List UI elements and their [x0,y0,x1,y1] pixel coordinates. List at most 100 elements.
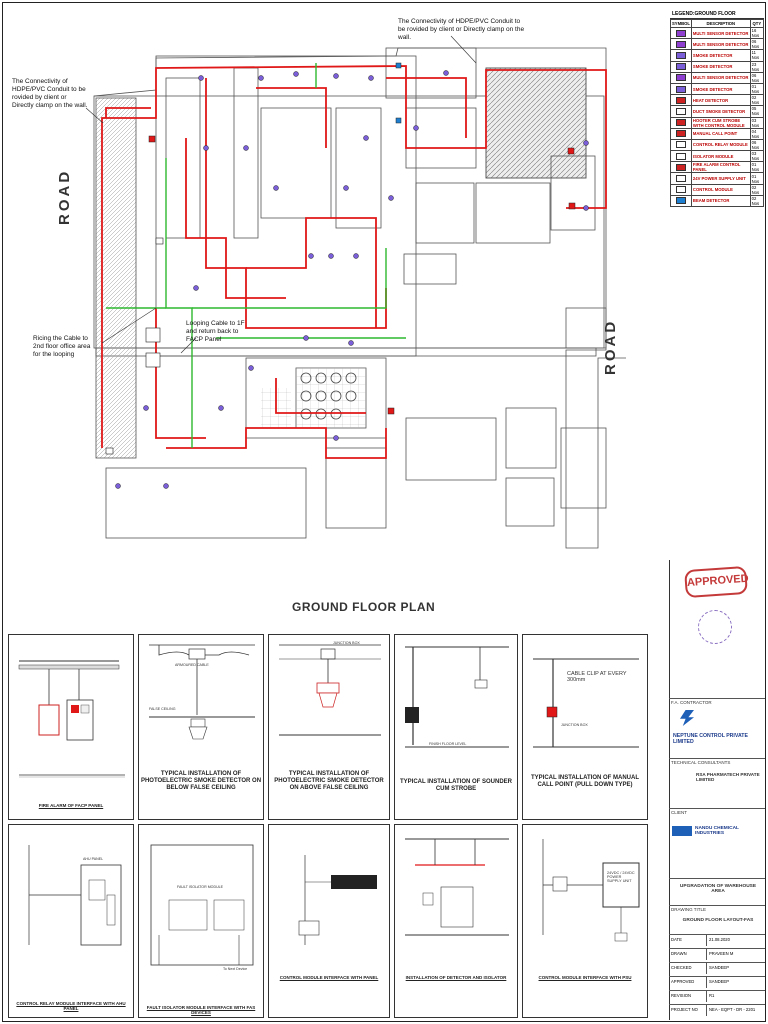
legend-description: MULTI SENSOR DETECTOR [690,71,751,84]
client-name: NANDU CHEMICAL INDUSTRIES [695,826,739,836]
legend-symbol-cell [670,127,692,140]
legend-symbol-cell [670,94,692,107]
label-to-next-device: To Next Device [223,967,248,971]
label-cable-clip: CABLE CLIP AT EVERY 300mm [567,671,627,683]
legend-description: HEAT DETECTOR [690,94,751,107]
legend-symbol-cell [670,60,692,73]
label-false-ceiling: FALSE CEILING [149,707,176,711]
legend-description: CONTROL MODULE [690,183,751,196]
title-block-value: R1 [709,993,715,998]
title-block-key: APPROVED [671,979,695,984]
legend-symbol-cell [670,116,692,129]
legend-symbol-cell [670,150,692,163]
title-block-value: 21.08.2020 [709,937,730,942]
road-label-right: ROAD [602,318,619,375]
legend-symbol-cell [670,138,692,152]
detail-manual-call-point: CABLE CLIP AT EVERY 300mm JUNCTION BOX T… [522,634,648,820]
legend-qty: 01 Nos [749,82,765,96]
project-name: UPGRADATION OF WAREHOUSE AREA [679,884,757,894]
detail-control-module: CONTROL MODULE INTERFACE WITH PANEL [268,824,390,1018]
legend-table: SYMBOL DESCRIPTION QTY MULTI SENSOR DETE… [670,19,765,208]
legend-symbol-cell [670,26,692,40]
legend-qty: 02 Nos [749,183,765,196]
label-power-supply-unit: 24VDC / 24VDC POWER SUPPLY UNIT [607,871,635,883]
detail-caption-detector-isolator: INSTALLATION OF DETECTOR AND ISOLATOR [405,975,507,980]
client-label: CLIENT [671,810,688,815]
detail-fault-isolator: FAULT ISOLATOR MODULE To Next Device FAU… [138,824,264,1018]
note-hdpe-top: The Connectivity of HDPE/PVC Conduit to … [398,18,525,41]
legend-symbol-cell [670,183,692,196]
legend-symbol-icon [675,63,686,71]
legend-symbol-icon [675,40,686,48]
technical-consultants-label: TECHNICAL CONSULTANTS [671,760,731,765]
detail-smoke-below-ceiling: ARMOURED CABLE FALSE CEILING TYPICAL INS… [138,634,264,820]
looping-cable-green [106,63,406,448]
label-finish-floor-level: FINISH FLOOR LEVEL [429,742,467,746]
title-block-key: PROJECT NO [671,1007,698,1012]
legend-description: MANUAL CALL POINT [690,127,751,140]
legend-symbol-cell [670,38,692,51]
legend-symbol-icon [675,197,686,205]
title-block-key: REVISION [671,993,692,998]
legend-qty: 03 Nos [749,116,765,129]
title-block-key: DATE [671,937,682,942]
label-junction-box: JUNCTION BOX [333,641,360,645]
label-fault-isolator: FAULT ISOLATOR MODULE [177,885,224,889]
company-seal-stamp [698,610,732,644]
floor-plan-drawing [85,35,626,549]
legend-qty: 06 Nos [749,38,765,51]
detail-caption-psu: CONTROL MODULE INTERFACE WITH PSU [538,975,632,980]
legend-symbol-cell [670,105,692,118]
legend-description: DUCT SMOKE DETECTOR [690,105,751,118]
legend-symbol-icon [675,51,686,59]
legend-title: LEGEND:GROUND FLOOR [670,10,764,19]
legend-symbol-cell [670,161,692,174]
legend-qty: 06 Nos [749,71,765,84]
legend-description: SMOKE DETECTOR [690,82,751,96]
legend-symbol-icon [675,74,686,82]
title-block-value: SANDEEP [709,965,730,970]
label-junction-box-mcp: JUNCTION BOX [561,723,588,727]
legend-symbol-cell [670,71,692,84]
detail-caption-facp: FIRE ALARM OF FACP PANEL [38,803,104,808]
fa-contractor-label: F.A. CONTRACTOR [671,700,712,705]
label-armoured-cable: ARMOURED CABLE [175,663,209,667]
approved-stamp: APPROVED [684,565,749,599]
drawing-title-label: DRAWING TITLE [671,907,707,912]
legend-description: ISOLATOR MODULE [690,150,751,163]
legend-qty: 01 Nos [749,161,765,174]
legend-symbol-icon [675,130,686,138]
legend-description: SMOKE DETECTOR [690,60,751,73]
title-block [669,560,766,1020]
detail-facp-panel: FIRE ALARM OF FACP PANEL [8,634,134,820]
legend-symbol-icon [675,85,686,93]
note-hdpe-left: The Connectivity of HDPE/PVC Conduit to … [12,78,88,109]
detail-caption-smoke-below: TYPICAL INSTALLATION OF PHOTOELECTRIC SM… [140,771,262,791]
legend-qty: 01 Nos [749,172,765,185]
legend-qty: 02 Nos [749,194,765,208]
detail-psu-interface: 24VDC / 24VDC POWER SUPPLY UNIT CONTROL … [522,824,648,1018]
detail-relay-ahu: AHU PANEL CONTROL RELAY MODULE INTERFACE… [8,824,134,1018]
legend-symbol-cell [670,82,692,96]
consultant-name: RSA PHARMATECH PRIVATE LIMITED [696,772,760,782]
legend-symbol-cell [670,49,692,62]
detail-smoke-above-ceiling: JUNCTION BOX TYPICAL INSTALLATION OF PHO… [268,634,390,820]
legend-symbol-icon [675,107,686,115]
contractor-name: NEPTUNE CONTROL PRIVATE LIMITED [673,733,748,745]
legend-header-symbol: SYMBOL [670,19,692,28]
legend-qty: 04 Nos [749,127,765,140]
legend-qty: 03 Nos [749,150,765,163]
detail-caption-control: CONTROL MODULE INTERFACE WITH PANEL [279,975,379,980]
legend-description: MULTI SENSOR DETECTOR [690,38,751,51]
title-block-row: DATE 21.08.2020 [669,934,765,946]
